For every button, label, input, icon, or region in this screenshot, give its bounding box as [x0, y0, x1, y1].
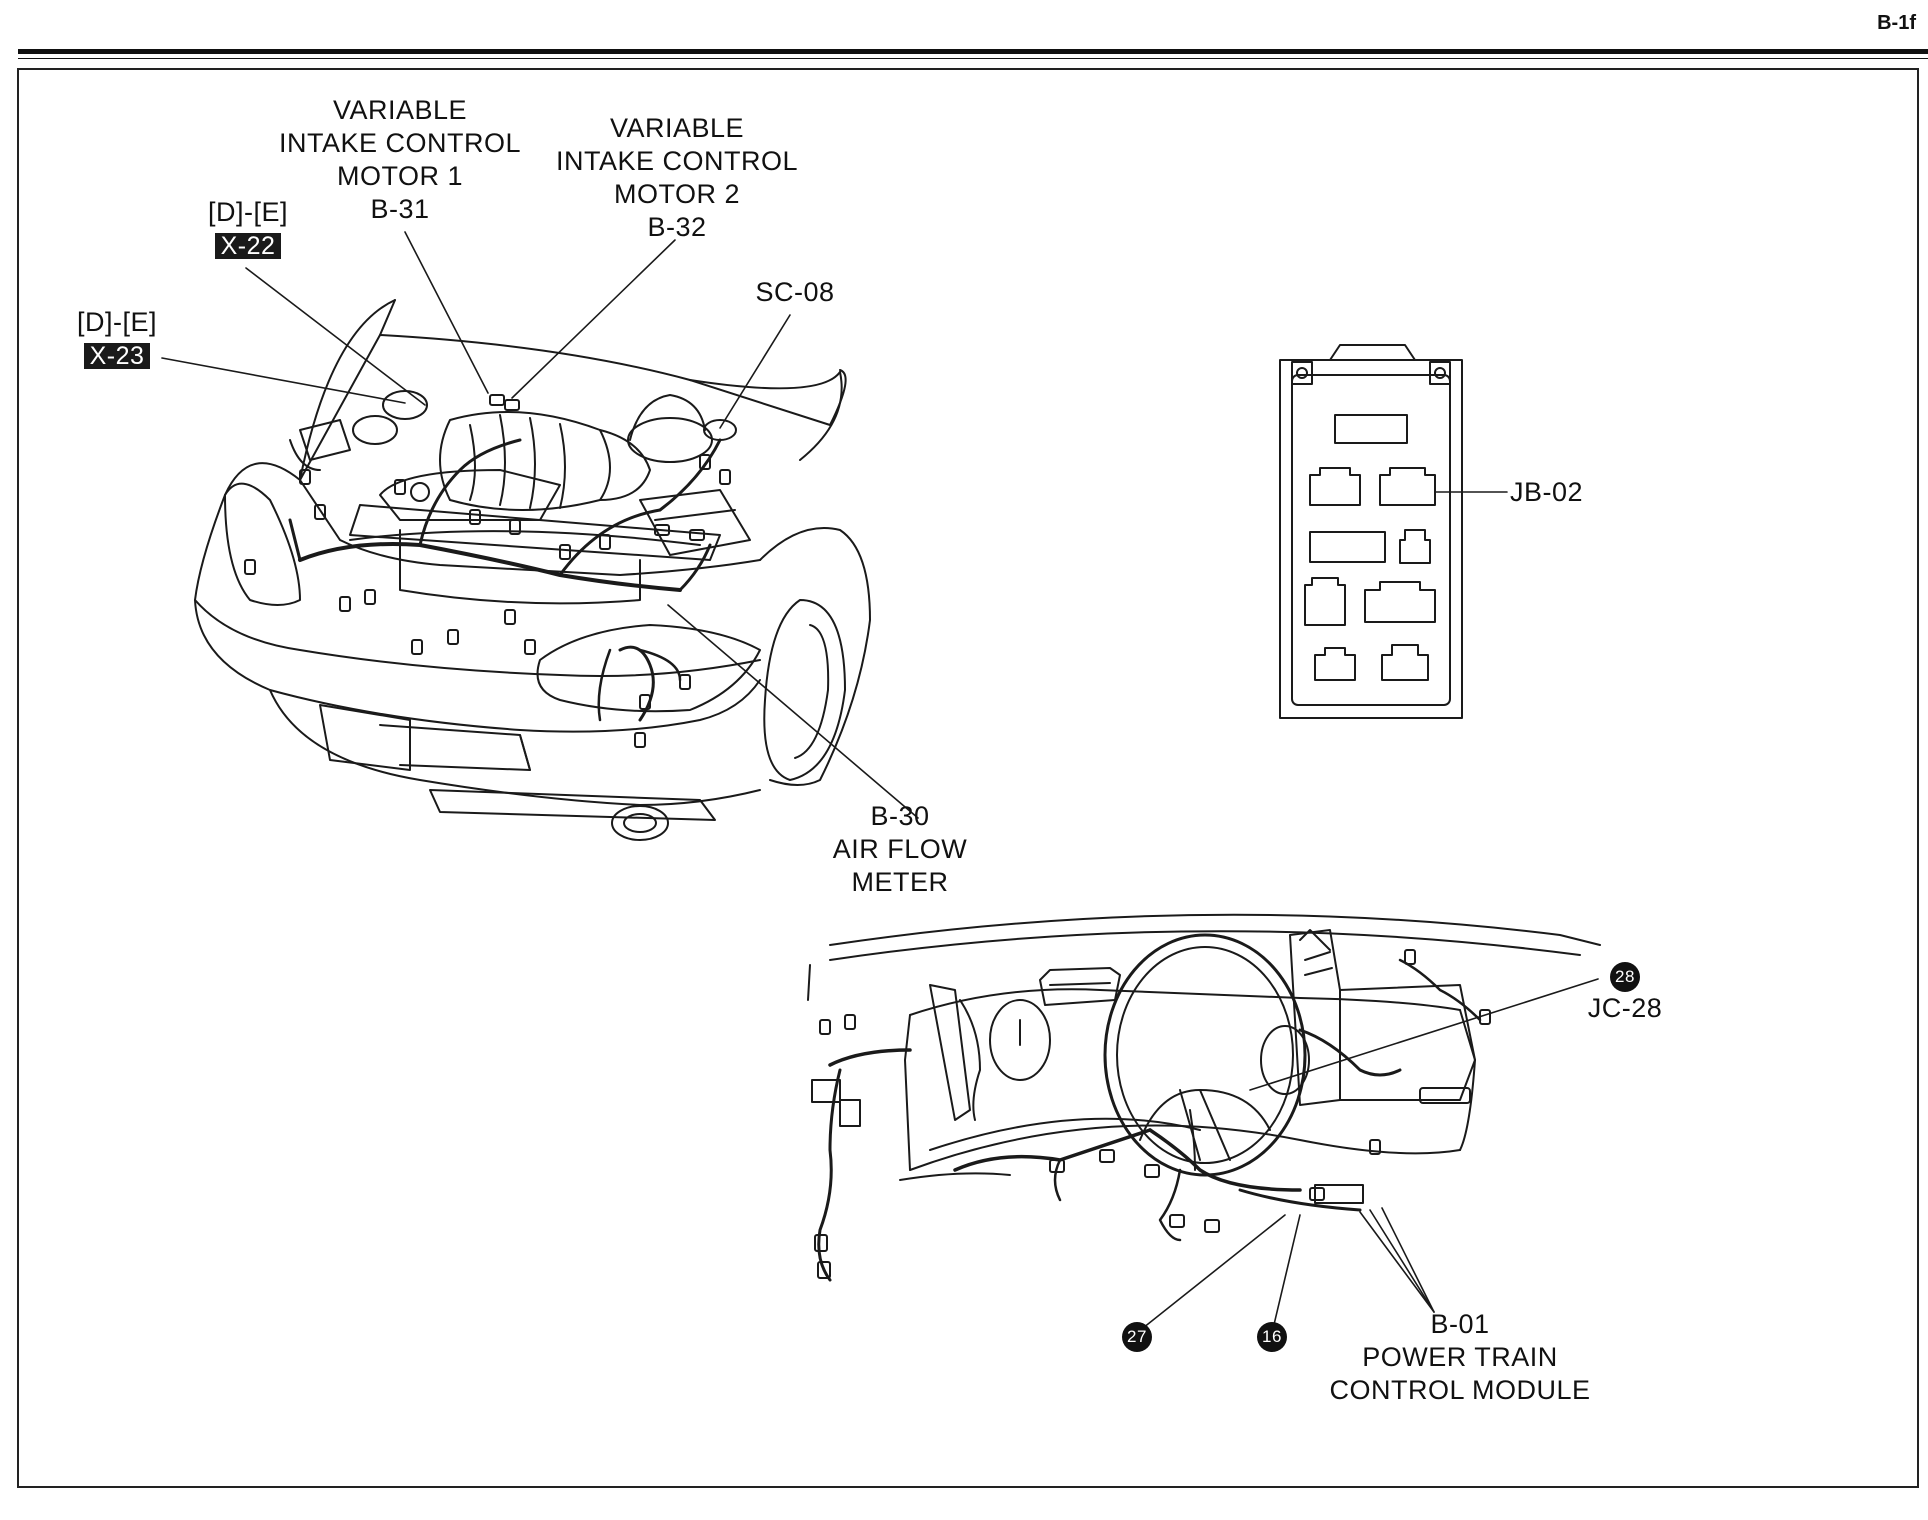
label-text: POWER TRAIN — [1362, 1342, 1558, 1372]
ground-point-27: 27 — [1121, 1317, 1153, 1352]
label-variable-intake-motor-1: VARIABLE INTAKE CONTROL MOTOR 1 B-31 — [260, 94, 540, 226]
label-text: VARIABLE — [609, 113, 745, 143]
connector-code: B-31 — [370, 194, 430, 224]
range-text: [D]-[E] — [76, 307, 157, 337]
leader-lines — [161, 231, 1599, 1334]
dashboard-illustration — [807, 913, 1601, 1282]
ground-badge: 28 — [1610, 962, 1640, 992]
page-id: B-1f — [1877, 12, 1916, 34]
connector-code: B-01 — [1430, 1309, 1490, 1339]
label-jc28: 28 JC-28 — [1570, 962, 1680, 1025]
diagram-frame — [17, 68, 1919, 1488]
connector-code-badge: X-23 — [83, 343, 151, 369]
ground-badge: 16 — [1257, 1322, 1287, 1352]
label-text: AIR FLOW — [832, 834, 968, 864]
connector-code: JB-02 — [1510, 477, 1584, 507]
header-rule — [18, 49, 1928, 54]
label-text: MOTOR 2 — [613, 179, 740, 209]
engine-bay-illustration — [194, 299, 871, 841]
label-variable-intake-motor-2: VARIABLE INTAKE CONTROL MOTOR 2 B-32 — [537, 112, 817, 244]
label-text: MOTOR 1 — [336, 161, 463, 191]
ground-badge: 27 — [1122, 1322, 1152, 1352]
connector-code: B-32 — [647, 212, 707, 242]
connector-code: JC-28 — [1587, 993, 1663, 1023]
label-x23: [D]-[E] X-23 — [67, 306, 167, 372]
label-text: CONTROL MODULE — [1329, 1375, 1591, 1405]
ground-point-16: 16 — [1256, 1317, 1288, 1352]
label-text: INTAKE CONTROL — [555, 146, 799, 176]
connector-code-badge: X-22 — [214, 233, 282, 259]
label-text: METER — [851, 867, 949, 897]
junction-box-illustration — [1279, 344, 1463, 719]
connector-code: B-30 — [870, 801, 930, 831]
label-air-flow-meter: B-30 AIR FLOW METER — [820, 800, 980, 899]
label-text: INTAKE CONTROL — [278, 128, 522, 158]
label-x22: [D]-[E] X-22 — [198, 196, 298, 262]
label-power-train-control-module: B-01 POWER TRAIN CONTROL MODULE — [1310, 1308, 1610, 1407]
label-sc08: SC-08 — [745, 276, 845, 309]
connector-code: SC-08 — [755, 277, 835, 307]
header-rule-thin — [18, 58, 1928, 59]
label-jb02: JB-02 — [1510, 476, 1583, 509]
range-text: [D]-[E] — [207, 197, 288, 227]
label-text: VARIABLE — [332, 95, 468, 125]
